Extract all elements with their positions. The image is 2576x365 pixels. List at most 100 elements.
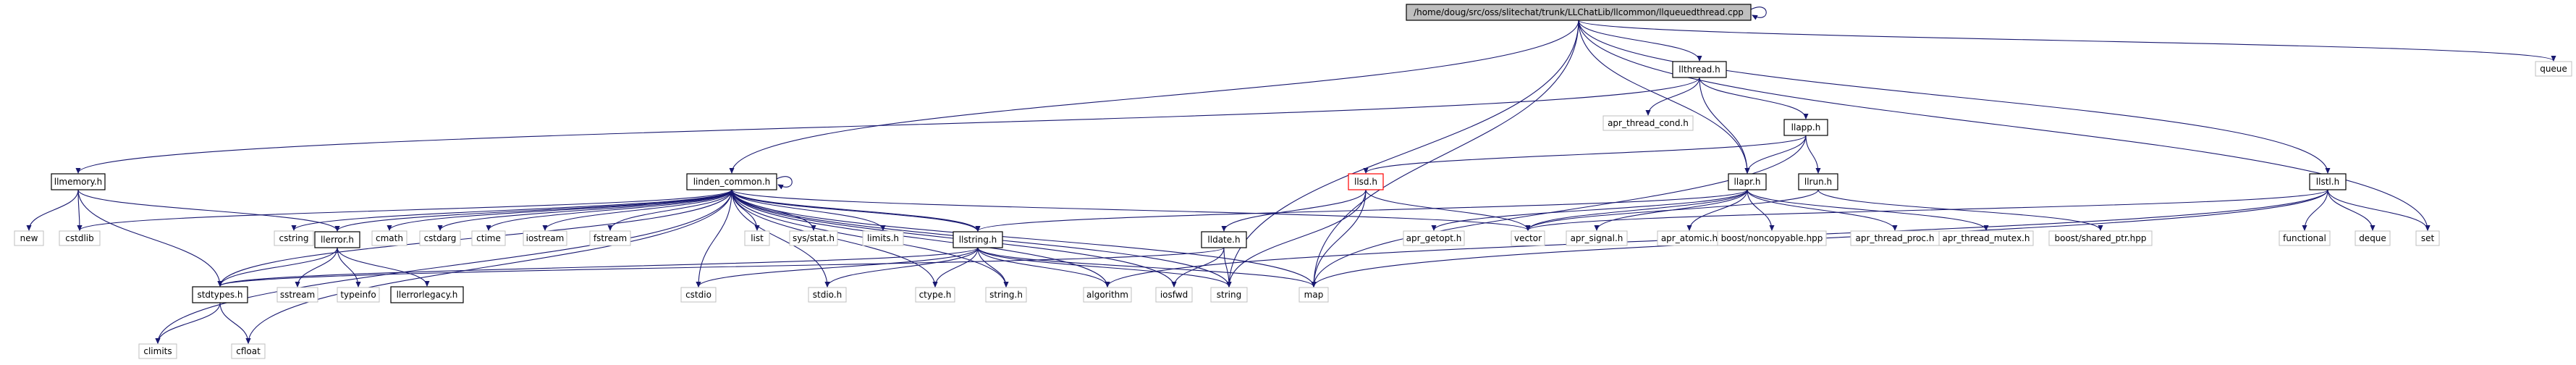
node-llstring-h[interactable]: llstring.h (953, 231, 1003, 248)
node-ctime[interactable]: ctime (471, 230, 506, 246)
node-label: cmath (376, 233, 403, 243)
node-boost-shared-ptr-hpp[interactable]: boost/shared_ptr.hpp (2048, 230, 2153, 246)
node-label: llthread.h (1678, 64, 1720, 75)
node-iosfwd[interactable]: iosfwd (1155, 287, 1193, 303)
node-label: llrun.h (1804, 177, 1832, 187)
node-apr-atomic-h[interactable]: apr_atomic.h (1657, 230, 1722, 246)
node-apr-getopt-h[interactable]: apr_getopt.h (1403, 230, 1465, 246)
node-new[interactable]: new (14, 230, 44, 246)
node-label: llerrorlegacy.h (397, 290, 458, 300)
node-cfloat[interactable]: cfloat (231, 343, 266, 359)
node-label: ctime (476, 233, 501, 243)
node-algorithm[interactable]: algorithm (1083, 287, 1132, 303)
node-box (1798, 173, 1838, 190)
node-llerror-h[interactable]: llerror.h (314, 231, 360, 248)
node-linden-common-h[interactable]: linden_common.h (686, 173, 777, 190)
edge-llstring_h-to-algorithm (977, 247, 1107, 287)
node-stdtypes-h[interactable]: stdtypes.h (192, 286, 248, 303)
node-cmath[interactable]: cmath (371, 230, 407, 246)
node-sstream[interactable]: sstream (276, 287, 318, 303)
node-label: stdtypes.h (197, 290, 242, 300)
node-label: apr_signal.h (1571, 233, 1623, 243)
node-label: sys/stat.h (793, 233, 835, 243)
node-box (523, 230, 567, 246)
edge-lldate_h-to-string (1223, 247, 1229, 287)
edge-root-to-llthread_h (1578, 20, 1699, 61)
edge-llsd_h-to-vector (1365, 189, 1528, 230)
node-llmemory-h[interactable]: llmemory.h (51, 173, 106, 190)
node-cstdarg[interactable]: cstdarg (419, 230, 461, 246)
edge-linden_common_h-to-cstring (294, 189, 732, 230)
edge-llerror_h-to-llerrorlegacy_h (337, 247, 427, 286)
node-climits[interactable]: climits (138, 343, 177, 359)
edge-llapr_h-to-boost_noncopyable_hpp (1747, 189, 1772, 230)
node-box (51, 173, 106, 190)
edge-llthread_h-to-llapr_h (1699, 77, 1747, 173)
node-sys-stat-h[interactable]: sys/stat.h (789, 230, 838, 246)
node-box (419, 230, 461, 246)
node-box (314, 231, 360, 248)
node-label: set (2421, 233, 2435, 243)
node-stdio-h[interactable]: stdio.h (808, 287, 847, 303)
node-queue[interactable]: queue (2535, 61, 2572, 77)
node-apr-thread-proc-h[interactable]: apr_thread_proc.h (1850, 230, 1940, 246)
node-functional[interactable]: functional (2279, 230, 2331, 246)
node-llapp-h[interactable]: llapp.h (1783, 119, 1828, 136)
node-set[interactable]: set (2415, 230, 2440, 246)
node-box (680, 287, 717, 303)
node-label: apr_thread_mutex.h (1943, 233, 2030, 243)
node-llerrorlegacy-h[interactable]: llerrorlegacy.h (390, 286, 464, 303)
node-map[interactable]: map (1298, 287, 1329, 303)
node-llstl-h[interactable]: llstl.h (2309, 173, 2347, 190)
node-box (1566, 230, 1628, 246)
node-apr-signal-h[interactable]: apr_signal.h (1566, 230, 1628, 246)
node-boost-noncopyable-hpp[interactable]: boost/noncopyable.hpp (1717, 230, 1827, 246)
node-label: llapp.h (1791, 122, 1821, 133)
node-string[interactable]: string (1210, 287, 1248, 303)
node-typeinfo[interactable]: typeinfo (337, 287, 380, 303)
node-root[interactable]: /home/doug/src/oss/slitechat/trunk/LLCha… (1406, 4, 1752, 21)
node-string-h[interactable]: string.h (985, 287, 1027, 303)
node-label: typeinfo (340, 290, 376, 300)
edge-root-to-llapr_h (1578, 20, 1747, 173)
edge-llstl_h-to-set (2327, 189, 2428, 230)
edge-root-to-queue (1578, 20, 2554, 61)
edge-root-to-string (1229, 20, 1579, 287)
node-fstream[interactable]: fstream (589, 230, 631, 246)
node-label: map (1304, 290, 1324, 300)
node-box (589, 230, 631, 246)
node-cstdlib[interactable]: cstdlib (59, 230, 101, 246)
edge-llapr_h-to-apr_atomic_h (1689, 189, 1748, 230)
node-label: cstring (279, 233, 308, 243)
node-label: climits (143, 346, 172, 356)
node-box (1938, 230, 2034, 246)
node-label: boost/noncopyable.hpp (1721, 233, 1823, 243)
node-llrun-h[interactable]: llrun.h (1798, 173, 1838, 190)
nodes-layer: /home/doug/src/oss/slitechat/trunk/LLCha… (14, 4, 2572, 359)
node-cstring[interactable]: cstring (274, 230, 314, 246)
node-apr-thread-mutex-h[interactable]: apr_thread_mutex.h (1938, 230, 2034, 246)
node-ctype-h[interactable]: ctype.h (915, 287, 955, 303)
node-iostream[interactable]: iostream (523, 230, 567, 246)
node-limits-h[interactable]: limits.h (862, 230, 904, 246)
node-apr-thread-cond-h[interactable]: apr_thread_cond.h (1602, 115, 1694, 131)
edge-llrun_h-to-boost_shared_ptr_hpp (1817, 189, 2100, 230)
node-label: stdio.h (813, 290, 842, 300)
node-deque[interactable]: deque (2355, 230, 2391, 246)
node-label: llerror.h (321, 235, 354, 245)
node-llapr-h[interactable]: llapr.h (1728, 173, 1767, 190)
node-cstdio[interactable]: cstdio (680, 287, 717, 303)
edge-llstring_h-to-map (977, 247, 1314, 287)
node-llthread-h[interactable]: llthread.h (1672, 61, 1727, 78)
edge-linden_common_h-to-cstdlib (80, 189, 732, 230)
node-label: list (751, 233, 764, 243)
node-label: ctype.h (919, 290, 952, 300)
node-label: /home/doug/src/oss/slitechat/trunk/LLCha… (1414, 7, 1744, 17)
node-box (1728, 173, 1767, 190)
node-vector[interactable]: vector (1511, 230, 1545, 246)
edge-linden_common_h-to-cstdarg (440, 189, 732, 230)
node-list[interactable]: list (744, 230, 770, 246)
node-llsd-h[interactable]: llsd.h (1348, 173, 1384, 190)
node-lldate-h[interactable]: lldate.h (1201, 231, 1247, 248)
